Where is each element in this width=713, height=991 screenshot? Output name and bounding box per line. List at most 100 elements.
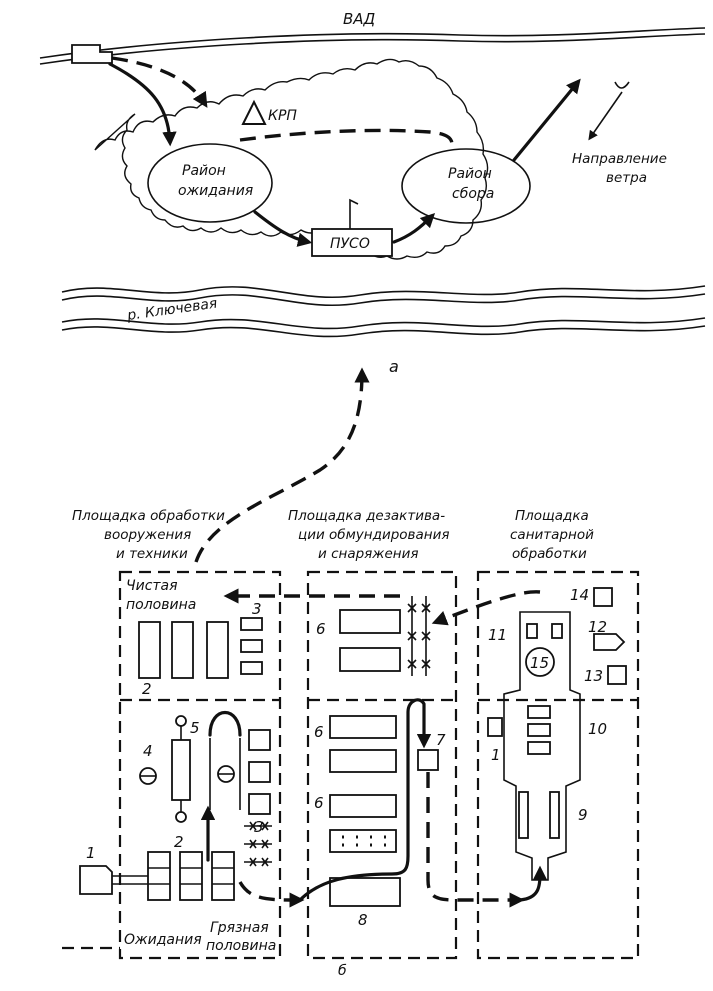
assembly-area-label-2: сбора [452, 186, 494, 202]
route-dashed-to-waiting [111, 56, 208, 108]
river-bank-upper [61, 285, 706, 299]
num-6b: 6 [314, 723, 324, 741]
decon-item-7 [417, 749, 439, 771]
krp-label: КРП [268, 108, 297, 124]
sanit-bench-1 [518, 791, 529, 839]
num-2b: 2 [174, 833, 184, 851]
num-13: 13 [584, 667, 603, 685]
dirty-half-label-1: Грязная [210, 920, 269, 936]
clean-vehicle-2 [171, 621, 194, 679]
num-8: 8 [358, 911, 368, 929]
zone-weapons-title-2: вооружения [104, 527, 191, 543]
pole-bottom [175, 811, 187, 823]
forest-outline [94, 58, 489, 260]
arrow-sanit-to-decon [431, 590, 541, 626]
caption-b: б [338, 963, 347, 979]
zone-sanit-title-3: обработки [512, 546, 587, 562]
river-bank-upper-2 [61, 293, 706, 307]
shower-1 [527, 705, 551, 719]
sanit-room-a [526, 623, 538, 639]
zone-decon [306, 570, 458, 960]
zone-decon-title-1: Площадка дезактива- [288, 508, 445, 524]
wind-arrow [588, 91, 623, 141]
road-label: ВАД [343, 10, 376, 28]
zone-sanit-title-1: Площадка [515, 508, 589, 524]
washing-frame [171, 739, 191, 801]
route-decon-snake [298, 698, 432, 902]
route-dashed-bypass [239, 128, 454, 151]
decon-stand-5 [329, 794, 397, 818]
decon-stand-2 [339, 647, 401, 672]
num-7: 7 [436, 731, 446, 749]
bottom-scheme: Площадка обработки вооружения и техники … [62, 508, 640, 979]
zone-decon-title-2: ции обмундирования [298, 527, 450, 543]
item-12-vehicle [593, 633, 626, 651]
dirty-small-2 [248, 761, 271, 783]
shower-2 [527, 723, 551, 737]
route-decon-to-sanit [426, 772, 525, 908]
decon-stand-6 [329, 829, 397, 853]
waiting-label: Ожидания [124, 932, 202, 948]
exit-route-dashed-arrow [194, 367, 370, 563]
zone-weapons-title-3: и техники [116, 546, 188, 562]
clean-vehicle-3 [206, 621, 229, 679]
num-6c: 6 [314, 794, 324, 812]
krp-triangle-icon [241, 99, 267, 125]
item-13 [607, 665, 627, 685]
num-6a: 6 [316, 620, 326, 638]
decon-stand-4 [329, 749, 397, 773]
num-3b: 3 [254, 818, 264, 836]
clean-half-label-2: половина [126, 597, 196, 613]
decon-stand-1 [339, 609, 401, 634]
route-waiting-to-puso [253, 210, 313, 247]
num-5: 5 [190, 719, 200, 737]
caption-a: а [389, 357, 399, 376]
assembly-area-label-1: Район [448, 166, 492, 182]
zone-sanit [476, 570, 640, 960]
num-14: 14 [570, 586, 589, 604]
wind-label-2: ветра [606, 170, 647, 186]
num-4: 4 [143, 742, 153, 760]
river-bank-lower [61, 317, 706, 330]
decon-dots [342, 835, 386, 847]
clean-small-1 [240, 617, 263, 631]
num-3a: 3 [252, 600, 262, 618]
clean-small-3 [240, 661, 263, 675]
cross-marks-weapons [244, 821, 272, 867]
puso-box [311, 228, 393, 257]
puso-flag-icon [349, 198, 359, 229]
shower-3 [527, 741, 551, 755]
clean-vehicle-1 [138, 621, 161, 679]
entry-unit-icon [79, 865, 113, 895]
wind-label-1: Направление [572, 151, 667, 167]
zone-decon-title-3: и снаряжения [318, 546, 418, 562]
puso-label: ПУСО [330, 236, 370, 252]
road-line [39, 27, 706, 59]
item-14 [593, 587, 613, 607]
num-12: 12 [588, 618, 607, 636]
sanit-bench-2 [549, 791, 560, 839]
convoy-start-icon [71, 44, 113, 64]
waiting-area [147, 143, 273, 223]
dirty-small-3 [248, 793, 271, 815]
route-sanit-entry [518, 865, 548, 902]
sanit-annex [487, 717, 503, 737]
top-scheme: ВАД Район ожидания Район сбора ПУСО КРП … [39, 10, 706, 376]
decon-stand-7 [329, 877, 401, 907]
decon-stand-3 [329, 715, 397, 739]
dirty-small-1 [248, 729, 271, 751]
pole-top [175, 715, 187, 727]
num-1a: 1 [86, 844, 96, 862]
river-bank-lower-2 [61, 325, 706, 338]
zone-sanit-title-2: санитарной [510, 527, 594, 543]
u-turn-weapons [208, 710, 242, 737]
zone-weapons [118, 570, 282, 960]
num-11: 11 [488, 626, 507, 644]
assembly-area [401, 148, 531, 224]
num-1b: 1 [491, 746, 501, 764]
wind-vane-icon [614, 81, 630, 89]
waiting-col-1 [147, 851, 171, 901]
route-puso-to-assembly [392, 212, 436, 244]
zone-weapons-title-1: Площадка обработки [72, 508, 225, 524]
